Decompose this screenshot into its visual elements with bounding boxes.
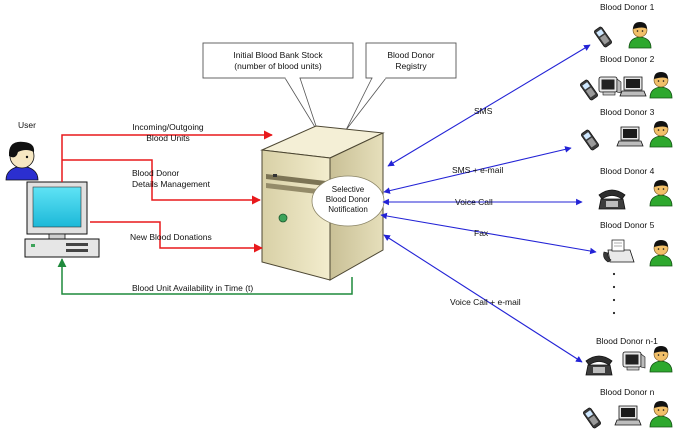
server-label-line3: Notification [328,205,368,214]
flow-donor-details-line2: Details Management [132,179,211,189]
donor-4: Blood Donor 4 [598,166,673,210]
donor-3-label: Blood Donor 3 [600,107,655,117]
desk-phone-icon [585,355,613,376]
mobile-phone-icon [582,406,602,430]
desk-phone-icon [598,189,626,210]
channel-voice-email: Voice Call + e-mail [383,234,583,363]
callout-initial-stock-line2: (number of blood units) [234,61,322,71]
donor-person-icon [649,71,673,99]
donor-1: Blood Donor 1 [593,2,655,49]
donor-2: Blood Donor 2 [579,54,673,102]
server-tower: Selective Blood Donor Notification [260,125,385,281]
ellipsis-dots [612,272,616,315]
donor-person-icon [628,21,652,49]
donor-n-label: Blood Donor n [600,387,655,397]
donor-2-label: Blood Donor 2 [600,54,655,64]
donor-person-icon [649,120,673,148]
server-label-line2: Blood Donor [326,195,371,204]
flow-incoming-outgoing-line2: Blood Units [146,133,189,143]
user-computer [24,181,100,258]
flow-new-donations-label: New Blood Donations [130,232,212,242]
donor-n-minus-1: Blood Donor n-1 [585,336,673,376]
callout-donor-registry-line1: Blood Donor [387,50,434,60]
laptop-icon [619,76,647,97]
monitor-icon [622,351,646,371]
channel-sms-label: SMS [474,106,493,116]
channel-voice-call: Voice Call [382,197,583,207]
channel-sms-email: SMS + e-mail [383,146,572,194]
donor-n: Blood Donor n [582,387,673,430]
flow-donor-details-line1: Blood Donor [132,168,179,178]
channel-voice-call-label: Voice Call [455,197,493,207]
monitor-icon [598,76,622,96]
channel-sms: SMS [387,44,591,167]
channel-fax: Fax [380,212,597,255]
user-avatar [5,141,39,181]
mobile-phone-icon [579,78,599,102]
laptop-icon [616,126,644,147]
flow-incoming-outgoing: Incoming/Outgoing Blood Units [61,122,273,182]
donor-3: Blood Donor 3 [580,107,673,152]
flow-new-donations: New Blood Donations [90,221,263,253]
flow-incoming-outgoing-line1: Incoming/Outgoing [132,122,204,132]
donor-5-label: Blood Donor 5 [600,220,655,230]
fax-machine-icon [603,239,635,263]
callout-initial-stock: Initial Blood Bank Stock (number of bloo… [202,42,354,133]
user-label: User [18,120,36,130]
callout-initial-stock-line1: Initial Blood Bank Stock [233,50,323,60]
flow-donor-details: Blood Donor Details Management [62,159,261,205]
donor-person-icon [649,400,673,428]
donor-person-icon [649,345,673,373]
donor-n-minus-1-label: Blood Donor n-1 [596,336,658,346]
channel-voice-email-label: Voice Call + e-mail [450,297,521,307]
channel-fax-label: Fax [474,228,489,238]
server-label-line1: Selective [332,185,365,194]
laptop-icon [614,405,642,426]
callout-donor-registry: Blood Donor Registry [345,42,457,131]
channel-sms-email-label: SMS + e-mail [452,165,503,175]
callout-donor-registry-line2: Registry [395,61,427,71]
donor-person-icon [649,179,673,207]
mobile-phone-icon [580,128,600,152]
donor-4-label: Blood Donor 4 [600,166,655,176]
flow-availability-label: Blood Unit Availability in Time (t) [132,283,253,293]
donor-person-icon [649,239,673,267]
mobile-phone-icon [593,25,613,49]
donor-5: Blood Donor 5 [600,220,673,267]
donor-1-label: Blood Donor 1 [600,2,655,12]
flow-availability: Blood Unit Availability in Time (t) [57,258,353,295]
